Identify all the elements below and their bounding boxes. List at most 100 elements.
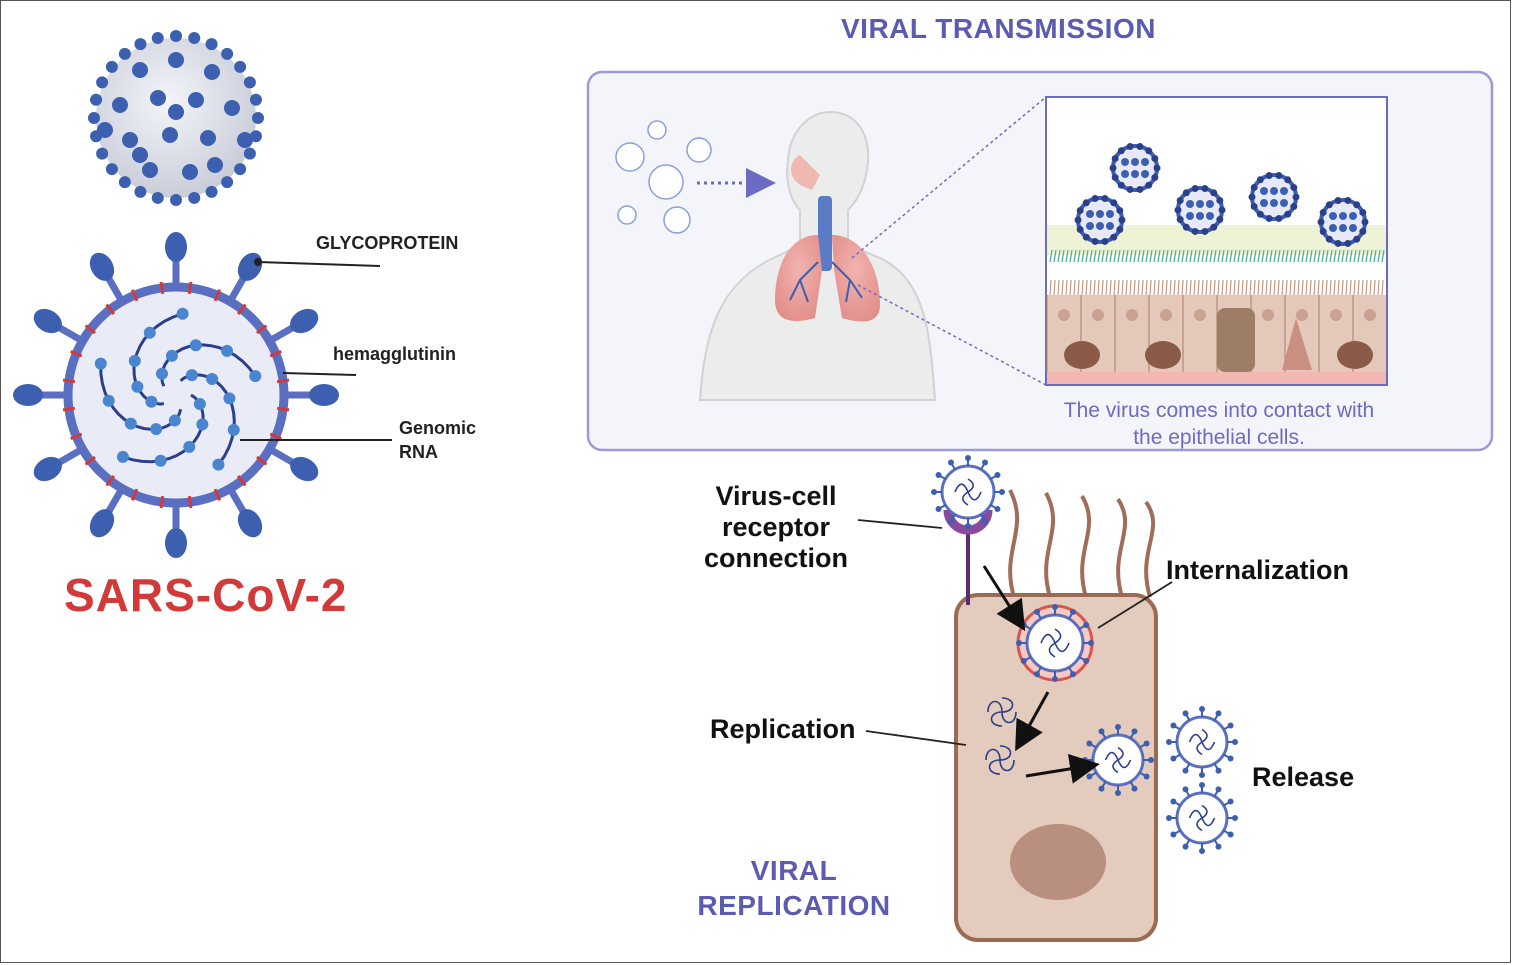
virus-core xyxy=(1270,199,1278,207)
virus-core xyxy=(1280,187,1288,195)
cell-cilium xyxy=(1049,279,1052,297)
epithelial-cell-nucleus xyxy=(1058,309,1070,321)
virus-spike xyxy=(1136,185,1144,193)
virus-core xyxy=(1121,170,1129,178)
mucus-cilium xyxy=(1317,249,1321,263)
released-virus-spike-head xyxy=(1232,739,1238,745)
mucus-cilium xyxy=(1065,249,1069,263)
mucus-cilium xyxy=(1173,249,1177,263)
virus-core xyxy=(1206,200,1214,208)
mucus-cilium xyxy=(1277,249,1281,263)
transmission-caption-line2: the epithelial cells. xyxy=(1133,426,1305,449)
cell-cilium xyxy=(1225,279,1228,297)
released-virus-spike-head xyxy=(1227,798,1234,805)
mucus-cilium xyxy=(1057,249,1061,263)
rna-nucleocapsid xyxy=(155,367,168,380)
internalized-virus-spike-head xyxy=(1088,640,1094,646)
rna-nucleocapsid xyxy=(249,370,262,383)
virus-core xyxy=(1270,187,1278,195)
zoom-lines xyxy=(851,96,1047,386)
released-virus-spike-head xyxy=(1199,706,1205,712)
released-virus-spike-head xyxy=(1166,815,1172,821)
genomic-label-line1: Genomic xyxy=(399,418,477,438)
cell-cilium xyxy=(1189,279,1192,297)
sphere-rim-spike xyxy=(96,76,109,89)
rna-nucleocapsid xyxy=(94,357,107,370)
cell-cilium xyxy=(1349,279,1352,297)
virus-spike xyxy=(1091,237,1099,245)
mucus-cilium xyxy=(1129,249,1133,263)
sphere-spike xyxy=(200,130,216,146)
attached-virus-rna xyxy=(954,478,982,506)
rna-nucleocapsid xyxy=(196,418,209,431)
cell-cilium xyxy=(1237,279,1240,297)
mucus-cilium xyxy=(1285,249,1289,263)
glycoprotein-spike-head xyxy=(13,384,43,406)
assembled-virus-spike-head xyxy=(1086,773,1093,780)
virus-spike xyxy=(1082,199,1090,207)
virus-spike xyxy=(1250,183,1258,191)
nucleus xyxy=(1010,824,1106,900)
hemagglutinin-mark xyxy=(159,281,165,295)
sphere-spike xyxy=(162,127,178,143)
attached-virus-spike-head xyxy=(994,506,1001,512)
attached-virus-spike-head xyxy=(982,459,988,466)
mucus-cilium xyxy=(1257,249,1261,263)
sphere-rim-spike xyxy=(234,163,247,176)
virus-spike xyxy=(1111,174,1119,182)
cell-cilium xyxy=(1085,279,1088,297)
goblet-cell xyxy=(1217,308,1255,372)
released-virus-spike-head xyxy=(1199,848,1205,854)
virus-spike xyxy=(1126,185,1134,193)
mucus-cilium xyxy=(1265,249,1269,263)
sphere-spike xyxy=(168,104,184,120)
cell-cilium xyxy=(1125,279,1128,297)
virus-spike xyxy=(1151,174,1159,182)
glycoprotein-label: GLYCOPROTEIN xyxy=(316,233,459,253)
mucus-cilium xyxy=(1305,249,1309,263)
virus-spike xyxy=(1325,201,1333,209)
cell-cilium xyxy=(1133,279,1136,297)
virus-spike xyxy=(1256,176,1264,184)
mucus-cilium xyxy=(1333,249,1337,263)
attached-virus-spike-head xyxy=(994,472,1001,478)
internalized-virus-spike-head xyxy=(1070,608,1076,615)
sphere-rim-spike xyxy=(188,32,201,45)
virus-core xyxy=(1086,210,1094,218)
rna-nucleocapsid xyxy=(223,392,236,405)
virus-spike xyxy=(1153,164,1161,172)
mucus-cilium xyxy=(1341,249,1345,263)
attached-virus-spike-head xyxy=(999,489,1005,495)
mucus-cilium xyxy=(1137,249,1141,263)
sphere-spike xyxy=(150,90,166,106)
cell-cilium xyxy=(1333,279,1336,297)
internalized-virus-spike-head xyxy=(1016,640,1022,646)
mucus-cilium xyxy=(1357,249,1361,263)
cell-cilium xyxy=(1317,279,1320,297)
cell-cilium xyxy=(1177,279,1180,297)
sphere-spike xyxy=(122,132,138,148)
virus-spike xyxy=(1359,208,1367,216)
virus-core xyxy=(1186,212,1194,220)
rna-nucleocapsid xyxy=(176,307,189,320)
internalization-label: Internalization xyxy=(1166,555,1350,585)
mucus-cilium xyxy=(1161,249,1165,263)
mucus-cilium xyxy=(1321,249,1325,263)
cell-cilium xyxy=(1321,279,1324,297)
cell-cilium xyxy=(1169,279,1172,297)
mucus-cilium xyxy=(1313,249,1317,263)
attached-virus-spike-head xyxy=(982,518,988,525)
virus-spike xyxy=(1182,223,1190,231)
sphere-rim-spike xyxy=(249,130,262,143)
sphere-rim-spike xyxy=(170,194,182,206)
internalized-virus-rna xyxy=(1040,628,1070,658)
mucus-cilium xyxy=(1177,249,1181,263)
released-virus-spike-head xyxy=(1170,798,1177,805)
mucus-cilium xyxy=(1297,249,1301,263)
mucus-cilium xyxy=(1345,249,1349,263)
sphere-rim-spike xyxy=(90,93,103,106)
assembled-virus-rna xyxy=(1104,746,1132,774)
cell-cilium xyxy=(1101,279,1104,297)
virus-spike xyxy=(1334,239,1342,247)
mucus-cilium xyxy=(1105,249,1109,263)
